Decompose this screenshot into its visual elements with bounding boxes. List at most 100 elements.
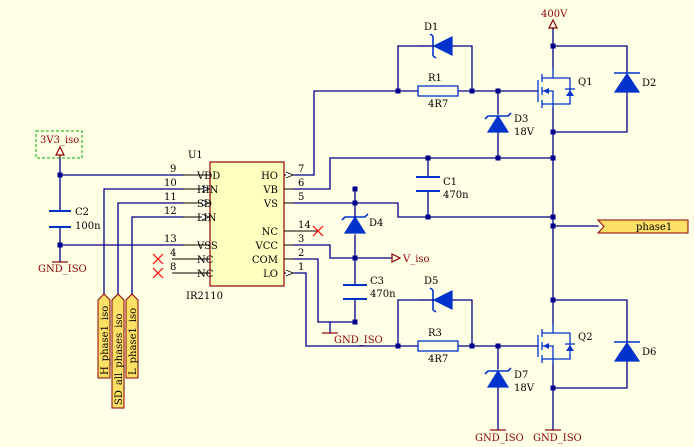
power-3v3-iso[interactable]: 3V3_iso [35,130,83,159]
pin-num: 14 [298,220,311,231]
gnd-label: GND_ISO [475,433,524,444]
port-label: phase1 [636,222,672,233]
ic-right-pins [284,171,318,277]
diode-d6[interactable]: D6 [613,341,656,362]
port-h-phase1-iso[interactable]: H_phase1_iso [97,293,111,379]
port-shape [125,293,139,379]
pin-num: 5 [298,192,304,203]
gnd-label: GND_ISO [334,335,383,346]
mosfet-q1[interactable]: Q1 [537,68,593,108]
pin-name: HO [261,171,278,182]
d2-ref: D2 [642,78,656,89]
c3-ref: C3 [370,276,384,287]
power-v-iso[interactable]: V_iso [391,253,430,265]
c2-ref: C2 [75,207,89,218]
gnd-symbol-left[interactable]: GND_ISO [38,261,87,275]
no-connect-icon [152,225,324,279]
port-label: H_phase1_iso [100,306,111,375]
pin-name: VB [262,185,278,196]
pin-name: NC [197,255,214,266]
pin-name: VS [263,199,278,210]
pin-name: LIN [197,213,217,224]
pin-num: 12 [164,206,177,217]
diode-d2[interactable]: D2 [613,72,656,93]
r1-ref: R1 [428,73,442,84]
d1-ref: D1 [424,22,438,33]
pin-name: NC [262,227,279,238]
ic-left-pins [172,174,211,274]
diode-d5[interactable]: D5 [421,276,453,313]
power-arrow-icon [55,145,65,156]
d7-ref: D7 [514,370,528,381]
port-shape [97,293,111,379]
pin-num: 11 [164,192,177,203]
pin-num: 9 [170,164,176,175]
pin-num: 1 [298,262,304,273]
pin-num: 3 [298,234,304,245]
pin-num: 4 [170,248,176,259]
c2-value: 100n [75,221,101,232]
c3-value: 470n [370,289,396,300]
port-shape [111,293,125,409]
port-phase1[interactable]: phase1 [596,219,689,234]
c1-value: 470n [443,190,469,201]
zener-diode-d3[interactable]: D3 18V [484,112,535,138]
r1-value: 4R7 [428,99,448,110]
pin-name: HIN [197,185,219,196]
ic-ref: U1 [188,150,203,161]
pin-name: VDD [196,171,220,182]
ic-part: IR2110 [186,291,223,302]
d3-ref: D3 [514,114,528,125]
d3-value: 18V [514,127,535,138]
pin-name: SD [197,199,212,210]
gnd-symbol-bottom-right[interactable]: GND_ISO [533,429,582,444]
c1-ref: C1 [443,177,457,188]
junctions [57,43,556,391]
port-sd-all-phases-iso[interactable]: SD_all_phases_iso [111,293,125,409]
power-label: 400V [541,9,568,20]
diode-d1[interactable]: D1 [421,22,453,59]
wires [59,27,628,431]
pin-name: COM [252,255,278,266]
pin-num: 13 [164,234,177,245]
q1-ref: Q1 [578,77,593,88]
port-label: L_phase1_iso [128,308,139,375]
port-l-phase1-iso[interactable]: L_phase1_iso [125,293,139,379]
d4-ref: D4 [369,218,383,229]
ic-u1[interactable]: U1 IR2110 9 10 11 12 13 4 8 VDD HIN SD L… [164,150,318,302]
gnd-symbol-mid[interactable]: GND_ISO [322,332,383,346]
capacitor-c2[interactable]: C2 100n [49,207,101,232]
gnd-symbol-bottom-left[interactable]: GND_ISO [475,429,524,444]
port-shape [596,219,689,234]
pin-num: 8 [170,262,176,273]
capacitor-c3[interactable]: C3 470n [343,276,396,300]
pin-name: VCC [254,241,278,252]
pin-num: 6 [298,178,304,189]
pin-name: NC [197,269,214,280]
d6-ref: D6 [642,347,656,358]
pin-name: LO [263,269,278,280]
mosfet-q2[interactable]: Q2 [537,324,593,364]
power-arrow-icon [391,253,402,263]
zener-diode-d7[interactable]: D7 18V [484,367,535,394]
power-label: 3V3_iso [40,135,79,146]
gnd-label: GND_ISO [38,264,87,275]
resistor-r3[interactable]: R3 4R7 [417,328,459,365]
capacitor-c1[interactable]: C1 470n [416,176,469,201]
pin-num: 10 [164,178,177,189]
power-400v[interactable]: 400V [541,9,568,29]
gnd-label: GND_ISO [533,433,582,444]
port-label: SD_all_phases_iso [114,313,125,405]
q2-ref: Q2 [578,332,593,343]
pin-num: 7 [298,164,304,175]
d7-value: 18V [514,383,535,394]
power-arrow-icon [548,18,558,29]
zener-diode-d4[interactable]: D4 [341,202,383,234]
ic-body [209,161,285,287]
resistor-r1[interactable]: R1 4R7 [417,73,459,110]
pin-name: VSS [196,241,218,252]
r3-ref: R3 [428,328,442,339]
pin-num: 2 [298,248,304,259]
d5-ref: D5 [424,276,438,287]
